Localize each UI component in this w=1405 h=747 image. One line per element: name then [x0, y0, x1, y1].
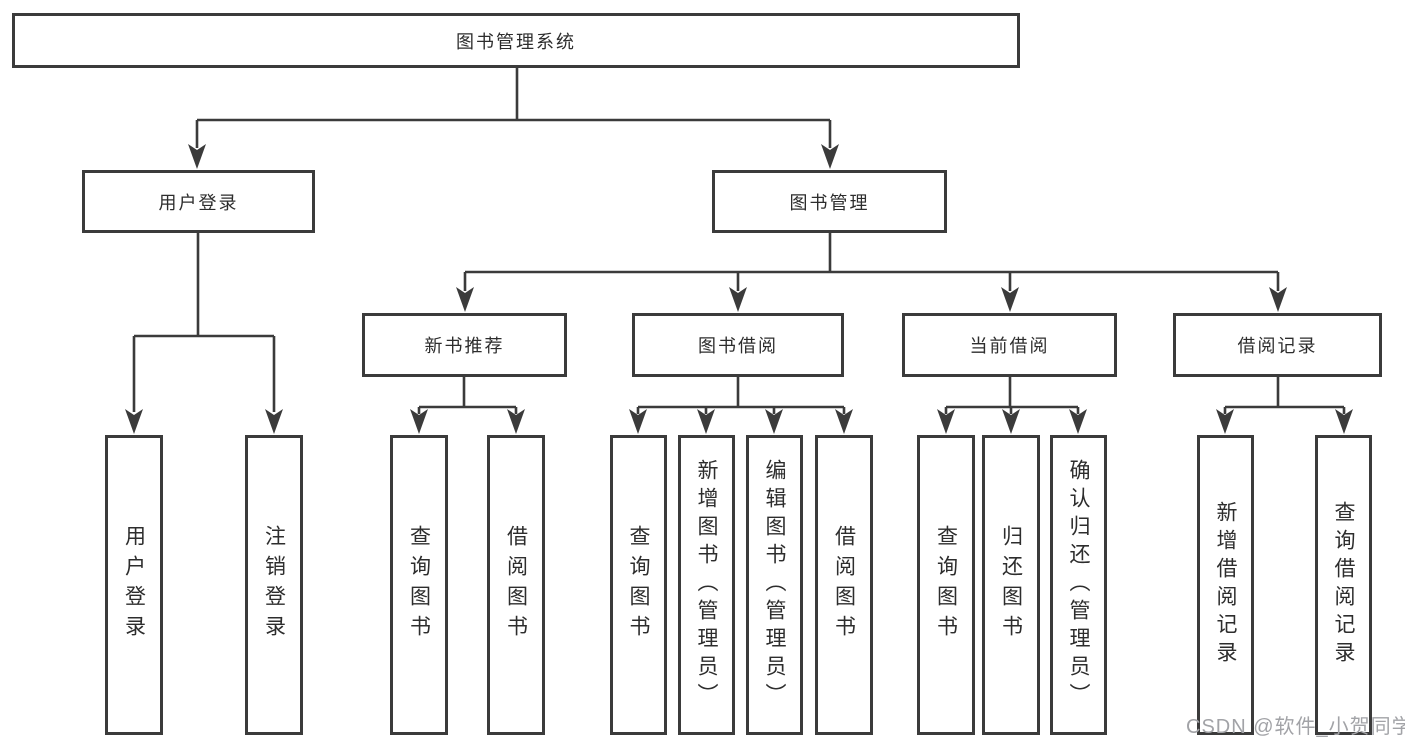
leaf-query-books-recommend: 查询图书 — [390, 435, 448, 735]
connector-current-borrow-branch — [937, 377, 1087, 434]
node-book-borrowing-label: 图书借阅 — [698, 336, 778, 356]
leaf-logout-label: 注销登录 — [262, 525, 286, 645]
leaf-borrow-books-borrowing: 借阅图书 — [815, 435, 873, 735]
leaf-query-borrow-record: 查询借阅记录 — [1315, 435, 1372, 735]
leaf-query-books-current-label: 查询图书 — [934, 525, 958, 645]
leaf-query-borrow-record-label: 查询借阅记录 — [1332, 501, 1355, 669]
leaf-query-books-current: 查询图书 — [917, 435, 975, 735]
leaf-edit-books-admin-label: 编辑图书（管理员） — [763, 459, 786, 711]
connector-book-mgmt-branch — [456, 233, 1287, 312]
node-user-login-label: 用户登录 — [158, 192, 239, 213]
leaf-logout: 注销登录 — [245, 435, 303, 735]
leaf-borrow-books-recommend-label: 借阅图书 — [504, 525, 528, 645]
leaf-confirm-return-admin: 确认归还（管理员） — [1050, 435, 1107, 735]
node-user-login: 用户登录 — [82, 170, 315, 233]
leaf-user-login: 用户登录 — [105, 435, 163, 735]
node-current-borrowing-label: 当前借阅 — [969, 336, 1050, 356]
node-root: 图书管理系统 — [12, 13, 1020, 68]
connector-user-login-branch — [125, 233, 283, 434]
leaf-add-borrow-record-label: 新增借阅记录 — [1214, 501, 1237, 669]
node-new-book-recommendation-label: 新书推荐 — [424, 336, 505, 356]
leaf-user-login-label: 用户登录 — [122, 525, 146, 645]
connector-new-book-branch — [410, 377, 525, 434]
node-book-borrowing: 图书借阅 — [632, 313, 844, 377]
node-current-borrowing: 当前借阅 — [902, 313, 1117, 377]
node-root-label: 图书管理系统 — [456, 31, 576, 52]
leaf-edit-books-admin: 编辑图书（管理员） — [746, 435, 803, 735]
leaf-add-books-admin: 新增图书（管理员） — [678, 435, 735, 735]
leaf-query-books-recommend-label: 查询图书 — [407, 525, 431, 645]
node-borrowing-records: 借阅记录 — [1173, 313, 1382, 377]
connector-book-borrow-branch — [629, 377, 853, 434]
node-new-book-recommendation: 新书推荐 — [362, 313, 567, 377]
leaf-add-books-admin-label: 新增图书（管理员） — [695, 459, 718, 711]
leaf-add-borrow-record: 新增借阅记录 — [1197, 435, 1254, 735]
node-book-management: 图书管理 — [712, 170, 947, 233]
connector-borrow-record-branch — [1216, 377, 1353, 434]
leaf-return-books-label: 归还图书 — [999, 525, 1023, 645]
leaf-return-books: 归还图书 — [982, 435, 1040, 735]
connector-root-to-level2 — [188, 68, 839, 169]
leaf-borrow-books-recommend: 借阅图书 — [487, 435, 545, 735]
node-book-management-label: 图书管理 — [789, 192, 870, 213]
leaf-query-books-borrowing: 查询图书 — [610, 435, 667, 735]
node-borrowing-records-label: 借阅记录 — [1237, 336, 1318, 356]
csdn-watermark: CSDN @软件_小贺同学 — [1186, 716, 1405, 738]
leaf-query-books-borrowing-label: 查询图书 — [627, 525, 650, 645]
leaf-confirm-return-admin-label: 确认归还（管理员） — [1067, 459, 1090, 711]
leaf-borrow-books-borrowing-label: 借阅图书 — [832, 525, 856, 645]
